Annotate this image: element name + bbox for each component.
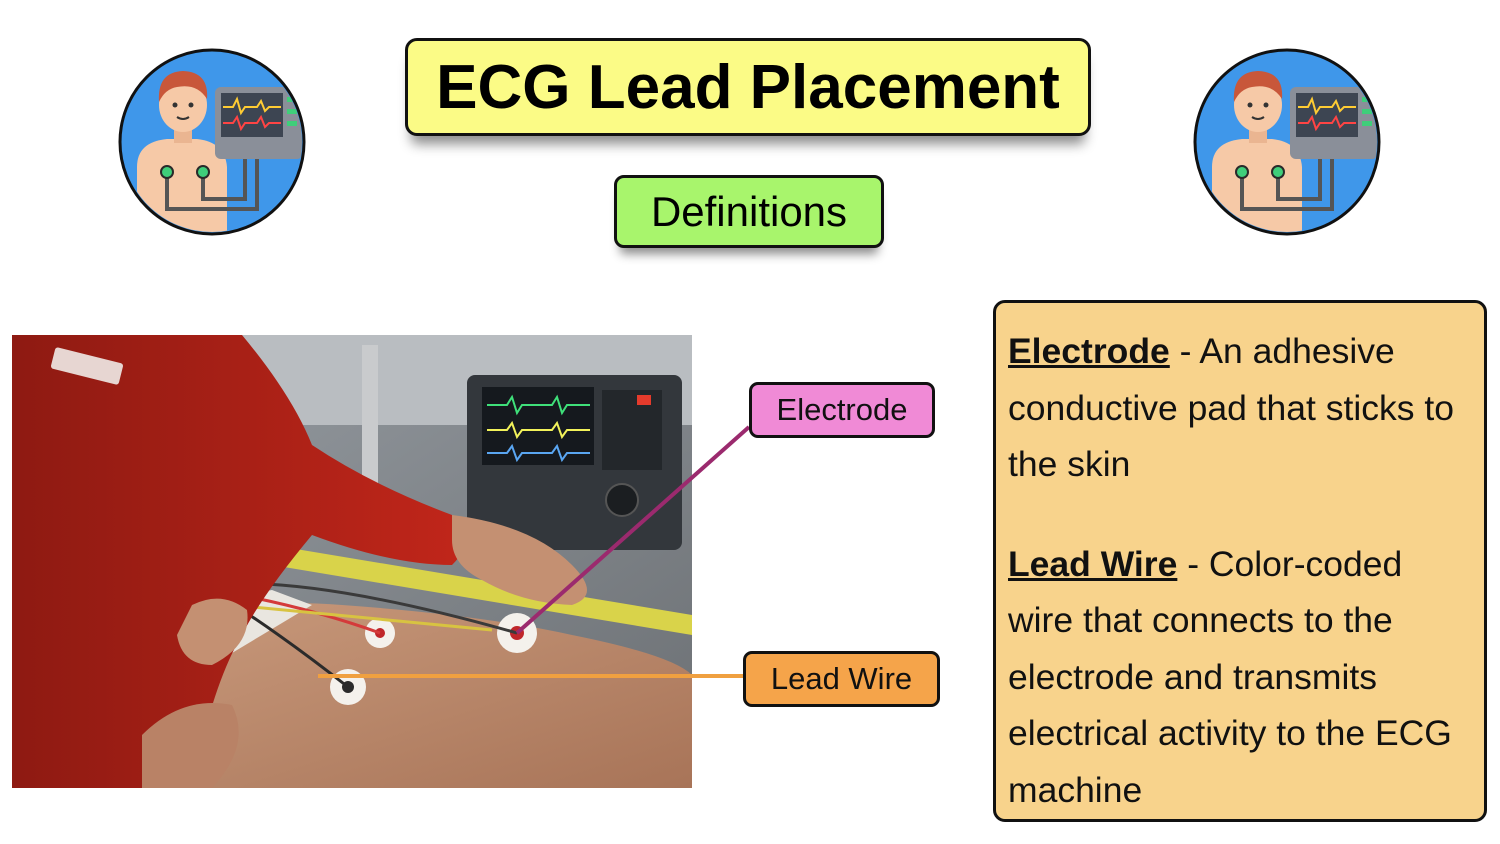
- definition-lead-wire: Lead Wire - Color-coded wire that connec…: [1008, 536, 1472, 819]
- definition-term: Electrode: [1008, 331, 1170, 371]
- definition-term: Lead Wire: [1008, 543, 1178, 584]
- section-subtitle: Definitions: [614, 175, 884, 248]
- definition-electrode: Electrode - An adhesive conductive pad t…: [1008, 323, 1472, 493]
- lead-wire-callout-label: Lead Wire: [743, 651, 940, 707]
- page-title: ECG Lead Placement: [405, 38, 1091, 136]
- definition-text: - Color-coded wire that connects to the …: [1008, 543, 1452, 810]
- electrode-callout-label: Electrode: [749, 382, 935, 438]
- definitions-panel: Electrode - An adhesive conductive pad t…: [993, 300, 1487, 822]
- patient-ecg-monitor-icon: [1192, 47, 1382, 237]
- patient-ecg-monitor-icon: [117, 47, 307, 237]
- definition-text: - An adhesive conductive pad that sticks…: [1008, 331, 1454, 484]
- ecg-application-photo: [12, 335, 692, 788]
